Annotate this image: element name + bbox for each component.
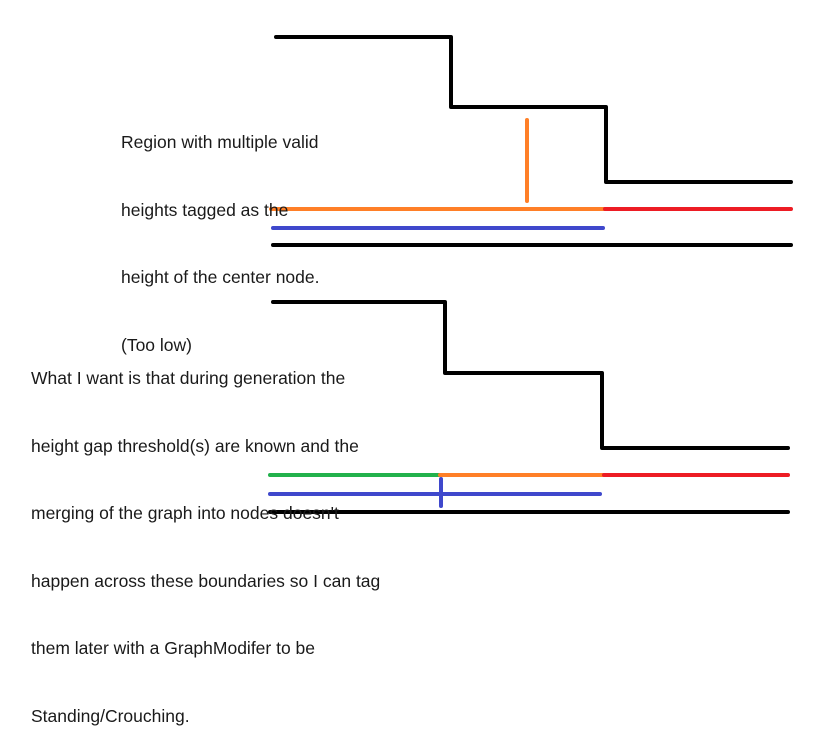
- top-caption-line: (Too low): [121, 334, 192, 355]
- bottom-caption-line: Standing/Crouching.: [31, 705, 190, 726]
- bottom-caption-line: happen across these boundaries so I can …: [31, 570, 381, 591]
- bottom-caption-line: What I want is that during generation th…: [31, 368, 346, 388]
- bottom-caption-line: them later with a GraphModifer to be: [31, 638, 316, 658]
- bottom-diagram: [268, 300, 790, 514]
- diagram-canvas: [268, 35, 793, 514]
- bottom-caption: What I want is that during generation th…: [31, 322, 380, 750]
- bottom-caption-line: height gap threshold(s) are known and th…: [31, 435, 359, 456]
- bottom-terrain-staircase: [271, 300, 790, 450]
- top-caption-line: height of the center node.: [121, 267, 320, 287]
- top-diagram: [269, 35, 793, 247]
- top-caption-line: Region with multiple valid: [121, 132, 319, 152]
- top-terrain-staircase: [274, 35, 793, 184]
- top-caption: Region with multiple valid heights tagge…: [121, 86, 319, 379]
- top-caption-line: heights tagged as the: [121, 199, 289, 220]
- bottom-caption-line: merging of the graph into nodes doesn't: [31, 503, 339, 523]
